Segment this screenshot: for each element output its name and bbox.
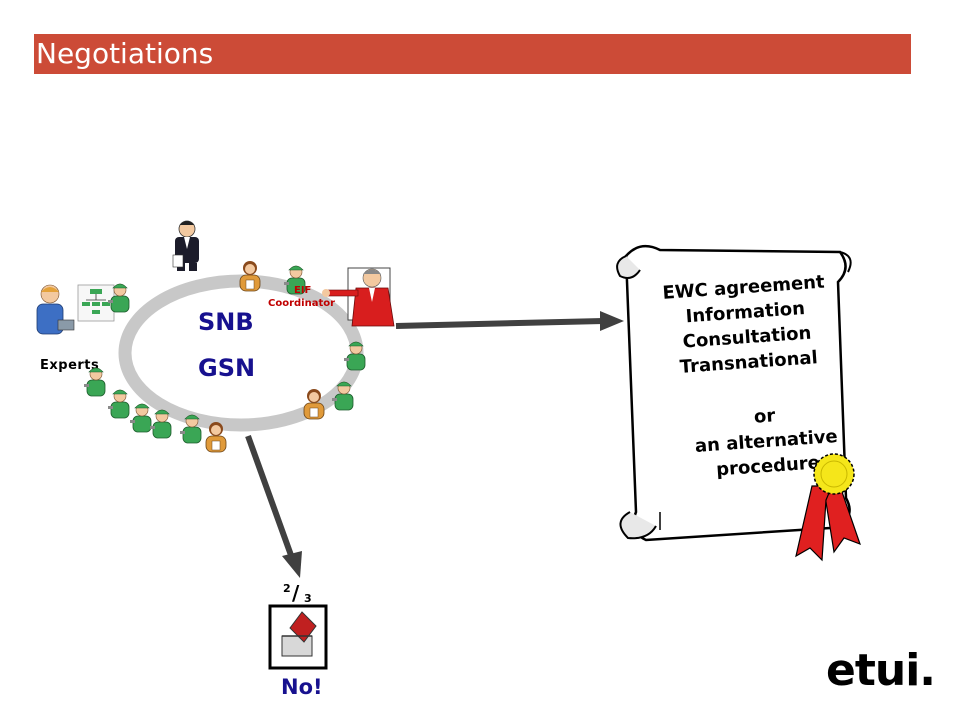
agreement-scroll bbox=[616, 244, 852, 542]
coordinator-label-line1: EIF bbox=[294, 285, 311, 296]
expert-figure bbox=[36, 284, 75, 335]
title-bar: Negotiations bbox=[34, 34, 911, 74]
woman-icon bbox=[303, 388, 325, 420]
arrow-to-agreement bbox=[395, 311, 624, 331]
gsn-label: GSN bbox=[198, 354, 255, 382]
fraction-numerator: 2 bbox=[283, 582, 291, 595]
etui-logo: etui. bbox=[826, 645, 935, 696]
fraction-denominator: 3 bbox=[304, 592, 312, 605]
fraction-slash: / bbox=[292, 581, 300, 605]
worker-icon bbox=[149, 409, 172, 439]
worker-icon bbox=[107, 389, 130, 419]
two-thirds-fraction: 2 / 3 bbox=[283, 581, 312, 605]
coordinator-label-line2: Coordinator bbox=[268, 298, 335, 309]
experts-label: Experts bbox=[40, 358, 99, 373]
slide-title: Negotiations bbox=[36, 37, 214, 70]
snb-label: SNB bbox=[198, 308, 254, 336]
coordinator-figure bbox=[322, 267, 395, 327]
worker-icon bbox=[343, 341, 366, 371]
scroll-alt-line: or bbox=[753, 405, 776, 427]
arrow-to-ballot bbox=[245, 434, 302, 578]
ballot-box-icon bbox=[268, 604, 328, 670]
worker-icon bbox=[129, 403, 152, 433]
businessman-figure bbox=[172, 220, 199, 271]
woman-icon bbox=[239, 260, 261, 292]
vote-result-label: No! bbox=[281, 675, 323, 699]
seal-ribbon-icon bbox=[795, 453, 861, 562]
